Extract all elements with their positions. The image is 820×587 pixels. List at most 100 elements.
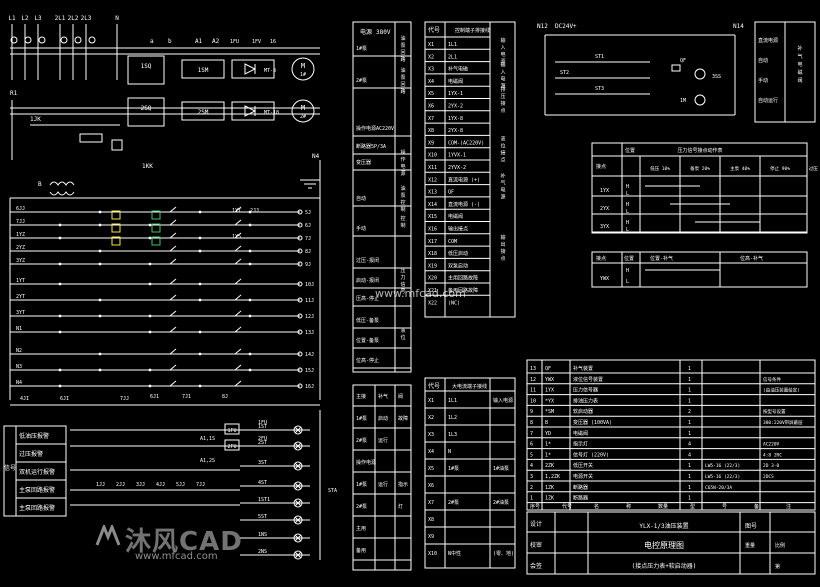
ladder-junction: [58, 368, 62, 372]
terminal-2-code-2: X3: [428, 432, 434, 438]
lamp-cross-icon: [294, 462, 302, 470]
rt-box-item-3: 自动运行: [758, 97, 778, 104]
power-table-desc-char: 位: [400, 334, 405, 341]
lamp-cross-icon: [294, 551, 302, 559]
relay-coil-11: [297, 383, 303, 389]
contact-8j: 8J: [222, 394, 228, 400]
rt-side-char: 补: [797, 45, 802, 52]
breaker-contact-4: [74, 36, 82, 44]
legend-item-4: 主泵回路报警: [19, 504, 55, 512]
terminal-1-desc-19: 主用回路故障: [448, 275, 478, 282]
relay-a11s: A1,1S: [200, 436, 215, 442]
contact-4ji: 4JI: [20, 396, 29, 402]
bom-no-5: 8: [530, 420, 533, 426]
rung-left-label-0: 6JJ: [16, 206, 25, 212]
fuse-1fu-label: 1FU: [227, 428, 236, 434]
rung-label-6: 11J: [305, 298, 314, 304]
indicator-label-1: 2ST: [258, 440, 267, 446]
relay-label-4JJ: 4JJ: [156, 482, 165, 488]
bom-header-0: 序号: [530, 503, 540, 510]
terminal-table-2-header-1: 大电流端子接线: [452, 383, 487, 390]
bom-note-5: 380:220V带屏蔽层: [763, 419, 803, 426]
contact-icon: [169, 380, 177, 387]
contact-icon: [169, 232, 177, 239]
ladder-junction: [248, 210, 252, 214]
indicator-1fu: 1FU: [258, 420, 267, 426]
diode-icon: [244, 63, 257, 75]
bom-qty-6: 1: [688, 431, 691, 437]
bom-code-5: B: [545, 420, 548, 426]
center-watermark: www.mfcad.com: [375, 287, 466, 300]
bom-no-0: 13: [530, 366, 536, 372]
bom-note-4: 按型号设置: [763, 408, 786, 415]
bom-name-6: 电磁阀: [573, 430, 588, 437]
ladder-junction: [248, 314, 252, 318]
power-table-desc-char: 泵: [400, 75, 405, 81]
contact-icon: [234, 232, 242, 239]
level-header-2: 位置-补气: [650, 255, 673, 262]
terminal-1-group-char: 入: [500, 45, 505, 51]
pressure-table: [591, 142, 808, 234]
power-table-desc-char: 液: [400, 327, 405, 334]
motor-2: [291, 99, 315, 123]
rung-label-1: 6J: [305, 223, 311, 229]
rung-label-9: 14J: [305, 352, 314, 358]
terminal-2-desc-3: N: [448, 449, 451, 455]
bom-no-2: 11: [530, 388, 536, 394]
pressure-header-6: 过压 100%: [809, 165, 820, 172]
rung-left-label-6: 2YT: [16, 294, 25, 300]
terminal-1-group-char: 接: [500, 248, 505, 255]
title-approver: 会签: [530, 562, 542, 570]
pressure-pad-1: [111, 223, 121, 233]
terminal-1-group-char: 排: [500, 86, 505, 93]
motor-tag-2: MT-18: [264, 110, 279, 116]
indicator-lamp-2: [293, 461, 303, 471]
terminal-1-group-char: 入: [500, 70, 505, 76]
terminal-1-code-11: X12: [428, 177, 437, 183]
terminal-1-code-16: X17: [428, 239, 437, 245]
contact-icon: [234, 294, 242, 301]
contact-icon: [234, 219, 242, 226]
power-table-desc-char: 油: [400, 67, 405, 74]
bom-name-7: 指示灯: [573, 441, 588, 448]
terminal-1-group-char: 接: [500, 100, 505, 107]
power-table-desc-char: 操: [400, 149, 405, 156]
title-project: YLX-1/3油压装置: [639, 522, 688, 530]
bom-name-3: 排油压力表: [573, 397, 598, 404]
legend-item-1: 过压报警: [19, 450, 43, 458]
indicator-lamp-4: [293, 498, 303, 508]
relay-1y5: 1Y5: [232, 234, 241, 240]
power-table-header-0: 电源: [360, 28, 372, 36]
rung-left-label-10: N3: [16, 364, 22, 370]
power-table-row-10: 低压-备泵: [356, 317, 379, 324]
relay-a12s: A1,2S: [200, 458, 215, 464]
terminal-1-desc-12: QF: [448, 190, 454, 196]
contact-icon: [234, 278, 242, 285]
relay-coil-4: [297, 261, 303, 267]
pressure-pad-0: [111, 210, 121, 220]
mid-box-b-0: 补气: [378, 393, 388, 400]
terminal-2-code-9: X10: [428, 551, 437, 557]
bom-no-7: 6: [530, 442, 533, 448]
relay-coil-1: [297, 222, 303, 228]
terminal-2-code-8: X9: [428, 534, 434, 540]
title-block: [526, 511, 816, 575]
bom-name-5: 变压器 (100VA): [573, 419, 612, 426]
bom-code-8: 1*: [545, 452, 551, 458]
terminal-1-group-char: 输: [500, 234, 505, 241]
pressure-row-1: 2YX: [600, 206, 609, 212]
ladder-junction: [98, 249, 102, 253]
terminal-1-desc-5: 2YX-2: [448, 104, 463, 110]
power-table: [352, 21, 412, 373]
indicator-label-3: 4ST: [258, 480, 267, 486]
indicator-lamp-7: [293, 550, 303, 560]
node-n4: N4: [312, 153, 320, 160]
power-table-desc-char: 泵: [400, 193, 405, 199]
ladder-junction: [58, 314, 62, 318]
terminal-1-group-char: 电: [500, 76, 505, 83]
ladder-junction: [148, 262, 152, 266]
terminal-1-code-10: X11: [428, 165, 437, 171]
contactor-2: [181, 101, 225, 121]
contact-icon: [169, 294, 177, 301]
